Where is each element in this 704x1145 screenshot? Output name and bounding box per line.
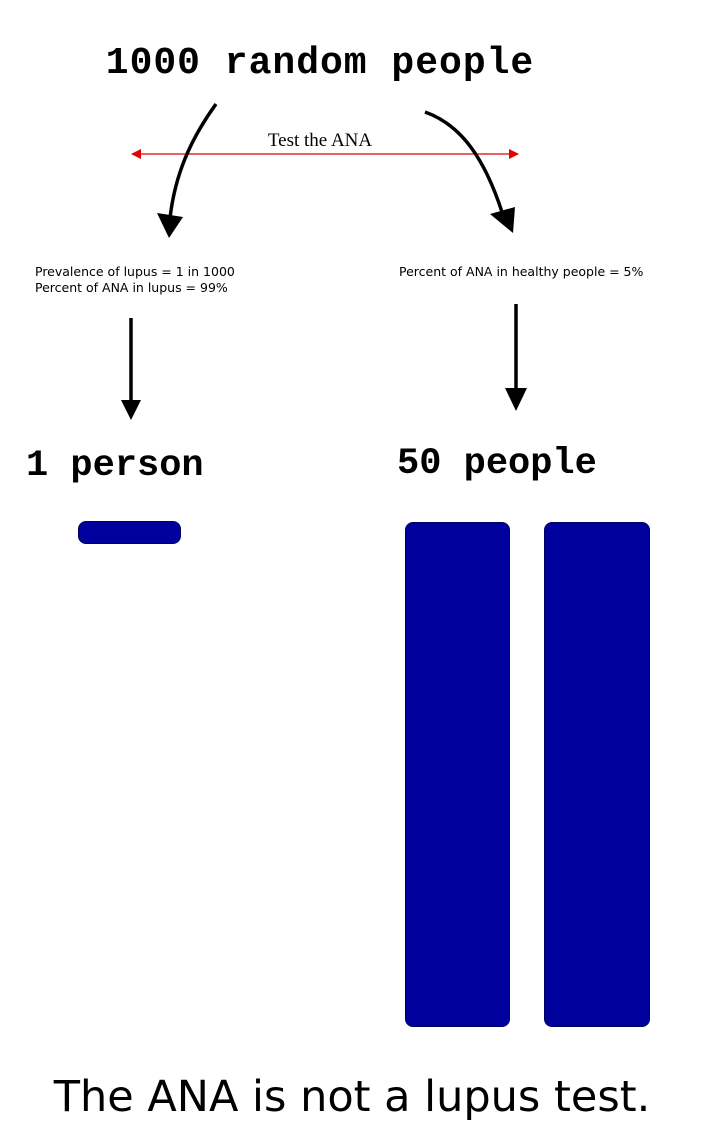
bar-lupus-positive xyxy=(78,521,181,544)
bar-healthy-positive-1 xyxy=(405,522,510,1027)
bar-healthy-positive-2 xyxy=(544,522,650,1027)
count-label-healthy: 50 people xyxy=(397,443,597,485)
right-down-arrow xyxy=(505,304,527,411)
left-info: Prevalence of lupus = 1 in 1000 Percent … xyxy=(35,264,235,296)
diagram-title: 1000 random people xyxy=(105,42,535,85)
left-down-arrow xyxy=(121,318,141,420)
count-label-lupus: 1 person xyxy=(26,445,204,487)
left-curved-arrow xyxy=(157,102,218,238)
right-curved-arrow xyxy=(424,110,515,233)
ana-in-lupus-text: Percent of ANA in lupus = 99% xyxy=(35,280,228,295)
test-label: Test the ANA xyxy=(267,130,373,151)
right-info: Percent of ANA in healthy people = 5% xyxy=(399,264,643,280)
ana-in-healthy-text: Percent of ANA in healthy people = 5% xyxy=(399,264,644,279)
prevalence-text: Prevalence of lupus = 1 in 1000 xyxy=(35,264,235,279)
conclusion: The ANA is not a lupus test. xyxy=(53,1072,651,1122)
